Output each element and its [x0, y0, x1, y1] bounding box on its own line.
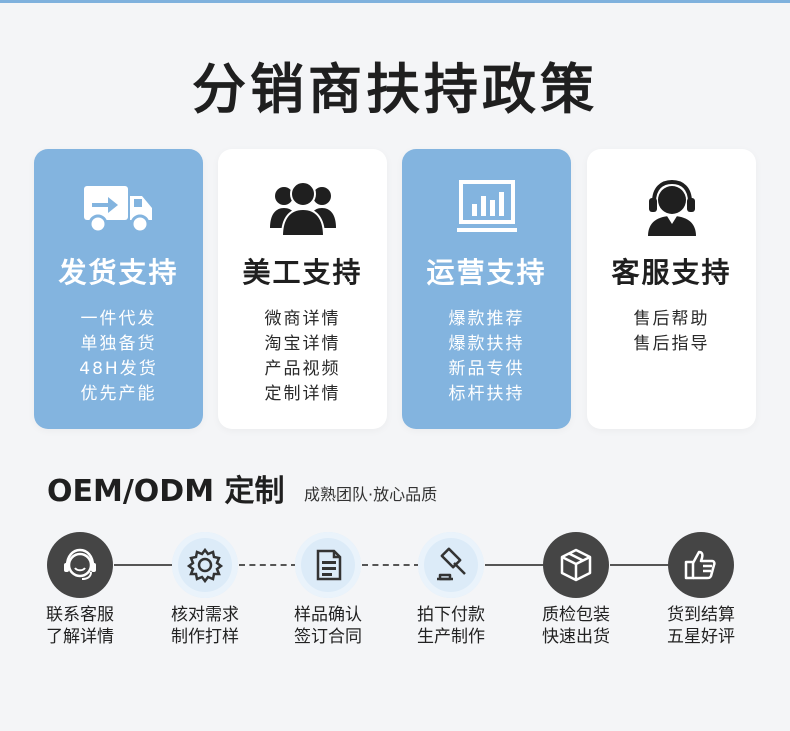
step-label: 签订合同 — [294, 627, 362, 647]
connector-line — [239, 564, 297, 566]
card-item: 淘宝详情 — [264, 334, 341, 354]
process-step: 货到结算 五星好评 — [641, 532, 761, 648]
card-item: 优先产能 — [80, 384, 157, 404]
process-step: 质检包装 快速出货 — [516, 532, 636, 648]
process-steps: 联系客服 了解详情 核对需求 制作打样 样品确认 签订 — [0, 532, 790, 662]
team-icon — [218, 173, 387, 243]
step-label: 生产制作 — [417, 627, 485, 647]
card-design-support: 美工支持 微商详情 淘宝详情 产品视频 定制详情 — [218, 149, 387, 429]
card-item: 新品专供 — [448, 359, 525, 379]
connector-line — [485, 564, 545, 566]
card-item: 爆款扶持 — [448, 334, 525, 354]
document-icon — [295, 532, 361, 598]
oem-section-subtitle: 成熟团队·放心品质 — [304, 485, 438, 504]
gavel-icon — [418, 532, 484, 598]
step-label: 样品确认 — [294, 605, 362, 625]
card-shipping-support: 发货支持 一件代发 单独备货 48H发货 优先产能 — [34, 149, 203, 429]
card-customer-service-support: 客服支持 售后帮助 售后指导 — [587, 149, 756, 429]
card-title: 美工支持 — [242, 256, 363, 289]
card-title: 运营支持 — [426, 256, 547, 289]
card-item: 标杆扶持 — [448, 384, 525, 404]
card-title: 客服支持 — [611, 256, 732, 289]
page-title: 分销商扶持政策 — [192, 58, 598, 121]
step-label: 制作打样 — [171, 627, 239, 647]
card-item: 爆款推荐 — [448, 309, 525, 329]
card-items: 微商详情 淘宝详情 产品视频 定制详情 — [218, 307, 387, 407]
card-items: 一件代发 单独备货 48H发货 优先产能 — [34, 307, 203, 407]
card-item: 单独备货 — [80, 334, 157, 354]
process-step: 拍下付款 生产制作 — [391, 532, 511, 648]
step-label: 核对需求 — [171, 605, 239, 625]
card-items: 售后帮助 售后指导 — [587, 307, 756, 357]
card-operation-support: 运营支持 爆款推荐 爆款扶持 新品专供 标杆扶持 — [402, 149, 571, 429]
bar-chart-icon — [402, 173, 571, 243]
step-label: 五星好评 — [667, 627, 735, 647]
card-item: 售后帮助 — [633, 309, 710, 329]
customer-service-icon — [47, 532, 113, 598]
card-item: 微商详情 — [264, 309, 341, 329]
thumbs-up-icon — [668, 532, 734, 598]
step-label: 拍下付款 — [417, 605, 485, 625]
step-label: 了解详情 — [46, 627, 114, 647]
step-label: 快速出货 — [542, 627, 610, 647]
card-item: 一件代发 — [80, 309, 157, 329]
oem-section-title: OEM/ODM 定制 — [47, 474, 285, 509]
package-icon — [543, 532, 609, 598]
card-item: 售后指导 — [633, 334, 710, 354]
step-label: 质检包装 — [542, 605, 610, 625]
process-step: 样品确认 签订合同 — [268, 532, 388, 648]
truck-icon — [34, 173, 203, 243]
card-item: 产品视频 — [264, 359, 341, 379]
gear-icon — [172, 532, 238, 598]
step-label: 联系客服 — [46, 605, 114, 625]
step-label: 货到结算 — [667, 605, 735, 625]
connector-line — [610, 564, 670, 566]
card-title: 发货支持 — [58, 256, 179, 289]
card-item: 48H发货 — [79, 359, 158, 379]
card-items: 爆款推荐 爆款扶持 新品专供 标杆扶持 — [402, 307, 571, 407]
process-step: 联系客服 了解详情 — [20, 532, 140, 648]
connector-line — [362, 564, 420, 566]
card-item: 定制详情 — [264, 384, 341, 404]
support-cards: 发货支持 一件代发 单独备货 48H发货 优先产能 美工支持 微商详情 淘宝详情… — [34, 149, 756, 429]
headset-agent-icon — [587, 173, 756, 243]
process-step: 核对需求 制作打样 — [145, 532, 265, 648]
connector-line — [114, 564, 174, 566]
top-accent-bar — [0, 0, 790, 3]
